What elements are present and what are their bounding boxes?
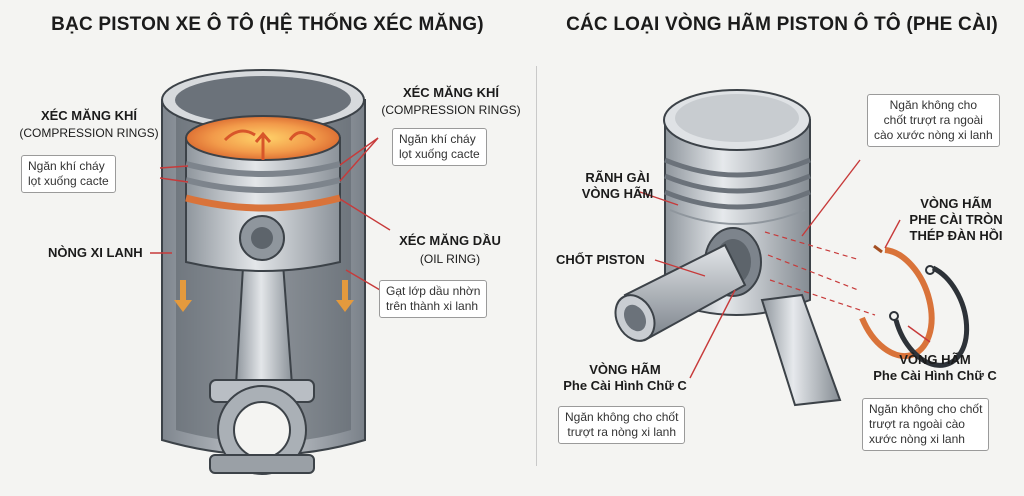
right-compression-ring-label: XÉC MĂNG KHÍ [402, 85, 500, 100]
c-clip-left-note: Ngăn không cho chốt trượt ra nòng xi lan… [558, 406, 686, 444]
note-line: Ngăn không cho chốt [565, 410, 679, 424]
round-clip-line: PHE CÀI TRÒN [909, 212, 1003, 227]
note-line: lọt xuống cacte [28, 174, 109, 188]
round-spring-clip [859, 244, 935, 359]
round-clip-line: VÒNG HÃM [920, 196, 992, 211]
connecting-rod [209, 249, 315, 475]
note-line: trên thành xi lanh [386, 299, 479, 313]
note-line: cào xước nòng xi lanh [874, 128, 993, 142]
oil-ring-note: Gạt lớp dầu nhờn trên thành xi lanh [379, 280, 488, 318]
piston-pin [614, 243, 747, 342]
note-line: Ngăn không cho chốt [869, 402, 983, 416]
c-clip-left-line: Phe Cài Hình Chữ C [563, 378, 687, 393]
left-compression-ring-note: Ngăn khí cháy lọt xuống cacte [21, 155, 116, 193]
right-compression-ring-sub: (COMPRESSION RINGS) [381, 103, 521, 117]
leader-lines [150, 137, 391, 291]
note-line: lọt xuống cacte [399, 147, 480, 161]
note-line: chốt trượt ra ngoài [883, 113, 983, 127]
round-clip-label: VÒNG HÃM PHE CÀI TRÒN THÉP ĐÀN HỒI [900, 196, 1012, 244]
note-line: trượt ra nòng xi lanh [567, 425, 677, 439]
round-clip-line: THÉP ĐÀN HỒI [909, 228, 1003, 243]
left-compression-ring-label: XÉC MĂNG KHÍ [40, 108, 138, 123]
retaining-clip-panel: CÁC LOẠI VÒNG HÃM PISTON Ô TÔ (PHE CÀI) … [540, 0, 1024, 496]
compression-ring-2 [185, 177, 341, 193]
gas-pressure-arrows [223, 129, 317, 160]
piston-pin-label: CHỐT PISTON [556, 252, 645, 267]
note-line: xước nòng xi lanh [869, 432, 965, 446]
oil-flow-arrows [174, 280, 354, 312]
note-line: Gạt lớp dầu nhờn [386, 284, 481, 298]
note-line: trượt ra ngoài cào [869, 417, 965, 431]
note-line: Ngăn khí cháy [28, 159, 105, 173]
leader-lines-right [639, 159, 931, 379]
c-clip-right-line: Phe Cài Hình Chữ C [873, 368, 997, 383]
oil-ring [185, 194, 341, 212]
right-compression-ring-note: Ngăn khí cháy lọt xuống cacte [392, 128, 487, 166]
c-clip-left-line: VÒNG HÃM [589, 362, 661, 377]
oil-ring-label: XÉC MĂNG DẦU [399, 233, 501, 248]
cylinder-label: NÒNG XI LANH [48, 245, 143, 260]
connecting-rod-3d [760, 293, 842, 407]
groove-label: RÃNH GÀI VÒNG HÃM [570, 170, 665, 202]
left-compression-ring-sub: (COMPRESSION RINGS) [19, 126, 159, 140]
piston-ring-illustration [150, 69, 391, 475]
note-line: Ngăn không cho [889, 98, 978, 112]
c-clip-right [889, 265, 970, 368]
retaining-clip-illustration [614, 89, 970, 407]
groove-label-line: RÃNH GÀI [585, 170, 650, 185]
top-note: Ngăn không cho chốt trượt ra ngoài cào x… [867, 94, 1000, 147]
c-clip-right-line: VÒNG HÃM [899, 352, 971, 367]
c-clip-right-note: Ngăn không cho chốt trượt ra ngoài cào x… [862, 398, 990, 451]
panel-divider [536, 66, 537, 466]
alignment-dashes [764, 231, 876, 316]
oil-ring-sub: (OIL RING) [419, 252, 481, 266]
piston-ring-panel: BẠC PISTON XE Ô TÔ (HỆ THỐNG XÉC MĂNG) X… [19, 14, 521, 475]
compression-ring-1 [185, 161, 341, 177]
right-panel-title: CÁC LOẠI VÒNG HÃM PISTON Ô TÔ (PHE CÀI) [566, 14, 998, 35]
c-clip-left-label: VÒNG HÃM Phe Cài Hình Chữ C [550, 362, 700, 394]
note-line: Ngăn khí cháy [399, 132, 476, 146]
c-clip-right-label: VÒNG HÃM Phe Cài Hình Chữ C [860, 352, 1010, 384]
groove-label-line: VÒNG HÃM [581, 186, 654, 201]
left-panel-title: BẠC PISTON XE Ô TÔ (HỆ THỐNG XÉC MĂNG) [51, 14, 484, 35]
